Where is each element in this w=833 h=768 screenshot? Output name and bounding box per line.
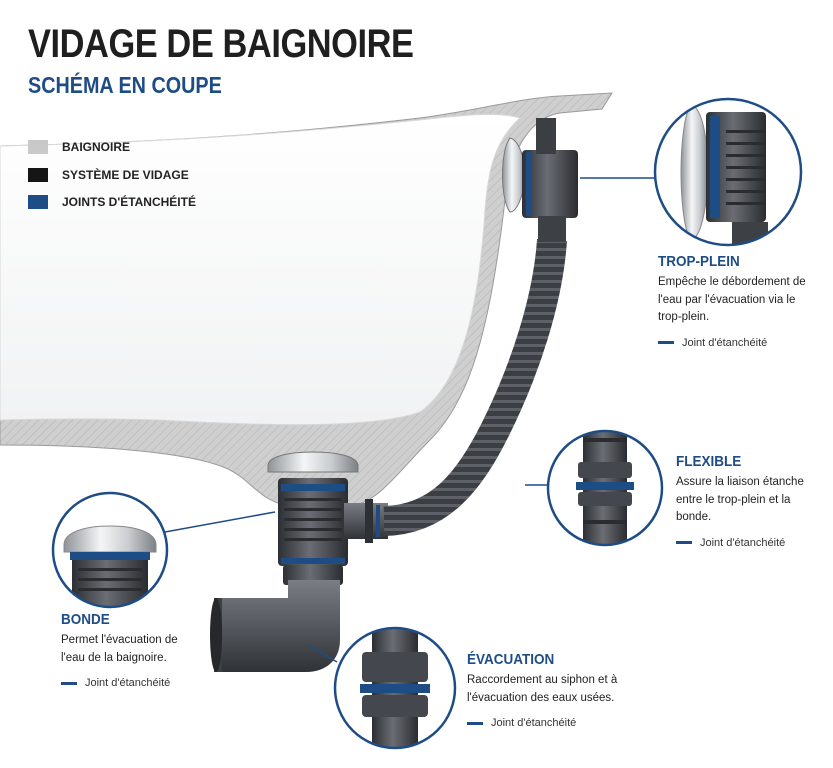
callout-description: Permet l'évacuation de l'eau de la baign… xyxy=(61,634,178,664)
detail-circle-evacuation xyxy=(333,626,457,750)
evacuation-elbow xyxy=(210,580,340,672)
legend-swatch-seals xyxy=(28,195,48,209)
seal-line-icon xyxy=(467,721,483,725)
seal-line-icon xyxy=(658,341,674,344)
seal-line-icon xyxy=(61,681,77,685)
seal-note: Joint d'étanchéité xyxy=(467,717,652,729)
callout-title: TROP-PLEIN xyxy=(658,253,740,270)
legend-label-bathtub: BAIGNOIRE xyxy=(62,140,131,154)
flexible-hose xyxy=(383,238,567,536)
overflow-assembly xyxy=(502,118,578,242)
legend-item-seals: JOINTS D'ÉTANCHÉITÉ xyxy=(28,195,196,209)
callout-description: Empêche le débordement de l'eau par l'év… xyxy=(658,276,806,323)
seal-label: Joint d'étanchéité xyxy=(700,536,786,549)
callout-title: ÉVACUATION xyxy=(467,651,555,668)
callout-title: FLEXIBLE xyxy=(676,453,742,470)
callout-evacuation: ÉVACUATION Raccordement au siphon et à l… xyxy=(467,651,652,729)
legend-item-bathtub: BAIGNOIRE xyxy=(28,140,196,154)
legend: BAIGNOIRE SYSTÈME DE VIDAGE JOINTS D'ÉTA… xyxy=(28,140,196,223)
callout-overflow: TROP-PLEIN Empêche le débordement de l'e… xyxy=(658,253,808,349)
seal-line-icon xyxy=(676,541,692,544)
seal-note: Joint d'étanchéité xyxy=(658,337,808,349)
seal-label: Joint d'étanchéité xyxy=(85,677,171,689)
seal-note: Joint d'étanchéité xyxy=(676,537,826,549)
bathtub-shell xyxy=(0,92,613,506)
detail-circle-drain xyxy=(51,491,169,609)
callout-title: BONDE xyxy=(61,611,110,628)
callout-description: Raccordement au siphon et à l'évacuation… xyxy=(467,674,618,704)
seal-note: Joint d'étanchéité xyxy=(61,677,201,689)
detail-circle-overflow xyxy=(653,97,803,247)
callout-connector-lines xyxy=(164,177,654,663)
detail-circle-flexible xyxy=(546,429,664,547)
legend-label-seals: JOINTS D'ÉTANCHÉITÉ xyxy=(62,195,196,209)
page-title: VIDAGE DE BAIGNOIRE xyxy=(28,22,414,66)
callout-drain: BONDE Permet l'évacuation de l'eau de la… xyxy=(61,611,201,689)
flexible-connector xyxy=(344,499,388,543)
legend-item-drain-system: SYSTÈME DE VIDAGE xyxy=(28,167,196,182)
callout-description: Assure la liaison étanche entre le trop-… xyxy=(676,476,804,523)
legend-swatch-drain-system xyxy=(28,167,48,182)
legend-label-drain-system: SYSTÈME DE VIDAGE xyxy=(62,167,189,182)
seal-label: Joint d'étanchéité xyxy=(682,336,768,349)
page-subtitle: SCHÉMA EN COUPE xyxy=(28,72,222,98)
seal-label: Joint d'étanchéité xyxy=(491,717,577,729)
callout-flexible: FLEXIBLE Assure la liaison étanche entre… xyxy=(676,453,826,549)
legend-swatch-bathtub xyxy=(28,140,48,154)
